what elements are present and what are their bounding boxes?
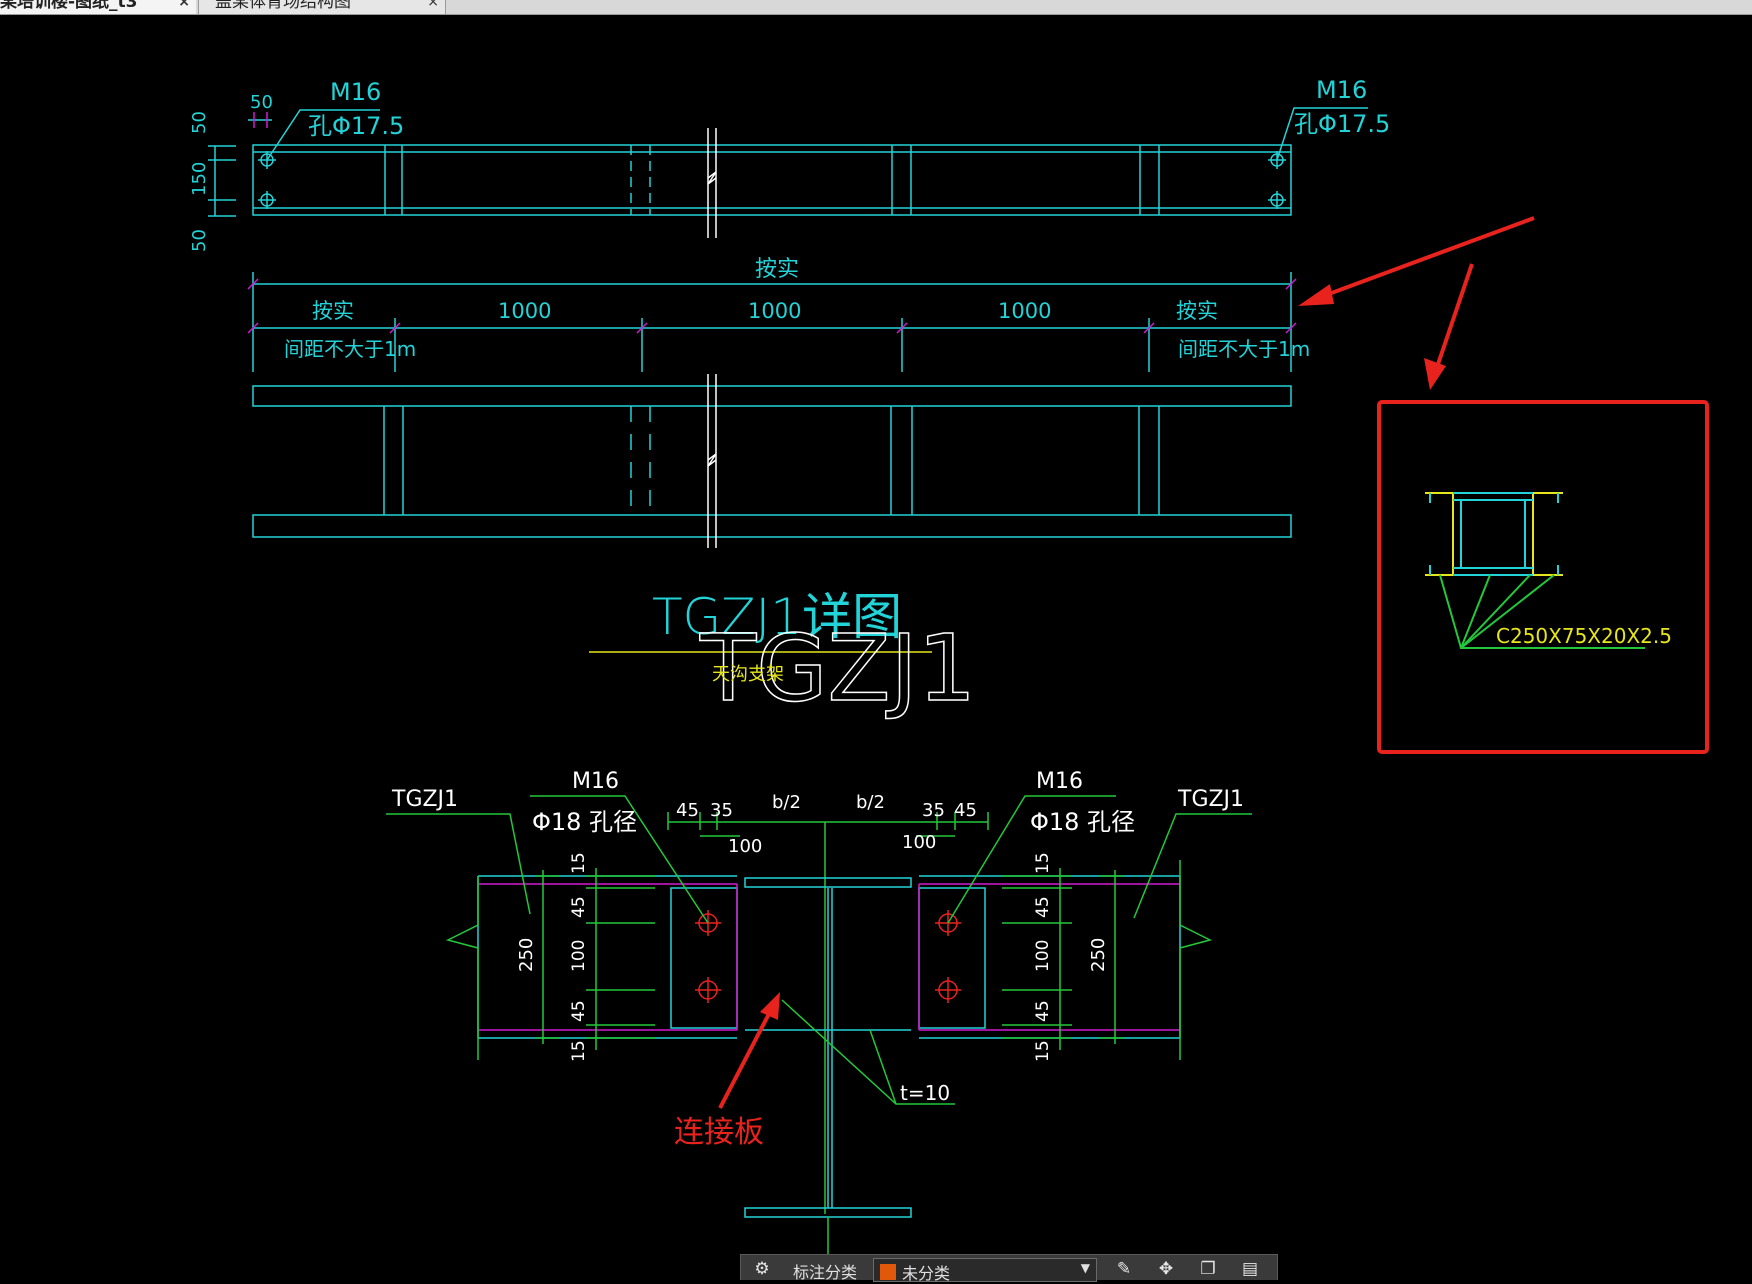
bolt-label-left: M16 bbox=[572, 769, 619, 794]
dim-35-left: 35 bbox=[710, 800, 733, 821]
big-label: TGZJ1 bbox=[699, 615, 976, 722]
tab-inactive[interactable]: 盖某体育场结构图 × bbox=[198, 0, 446, 14]
edit-icon[interactable]: ✎ bbox=[1116, 1259, 1132, 1279]
vdim-15b-right: 15 bbox=[1033, 1040, 1053, 1062]
vdim-45-right: 45 bbox=[1033, 896, 1053, 918]
close-icon[interactable]: × bbox=[427, 0, 439, 10]
category-select[interactable]: 未分类 ▼ bbox=[873, 1258, 1097, 1283]
tab-active[interactable]: 某培训楼-图纸_t3 × bbox=[0, 0, 196, 14]
connection-detail bbox=[386, 795, 1252, 1265]
dim-35-right: 35 bbox=[922, 800, 945, 821]
tab-label: 盖某体育场结构图 bbox=[215, 0, 351, 12]
note-left: 间距不大于1m bbox=[284, 337, 416, 361]
dim-overall: 按实 bbox=[755, 257, 799, 282]
hole-label-right: Φ18 孔径 bbox=[1030, 808, 1135, 836]
annotation-toolbar: ⚙ 标注分类 未分类 ▼ ✎ ✥ ❐ ▤ bbox=[740, 1254, 1278, 1283]
dim-45-left: 45 bbox=[676, 800, 699, 821]
vdim-45b-right: 45 bbox=[1033, 1000, 1053, 1022]
tag-left: TGZJ1 bbox=[391, 787, 458, 812]
dim-100-left: 100 bbox=[728, 836, 762, 857]
vdim-250-right: 250 bbox=[1088, 938, 1109, 972]
plate-thickness: t=10 bbox=[900, 1081, 950, 1105]
elevation-view bbox=[252, 374, 1292, 548]
dimension-ticks bbox=[247, 278, 1297, 334]
c-section-detail bbox=[1425, 492, 1645, 649]
hole-label-right: 孔Φ17.5 bbox=[1294, 110, 1390, 138]
red-arrows bbox=[1298, 216, 1535, 390]
cad-canvas[interactable]: 50 50 150 50 M16 孔Φ17.5 M16 孔Φ17.5 按实 按实… bbox=[0, 14, 1752, 1279]
detail-title: TGZJ1详图 bbox=[652, 588, 902, 646]
dim-50: 50 bbox=[189, 111, 210, 134]
dim-seg1: 按实 bbox=[312, 299, 354, 323]
chevron-down-icon: ▼ bbox=[1080, 1261, 1090, 1275]
dim-seg3: 1000 bbox=[748, 299, 801, 323]
vdim-15b-left: 15 bbox=[569, 1040, 589, 1062]
top-plan-view bbox=[208, 107, 1368, 238]
bolt-label-right: M16 bbox=[1036, 769, 1083, 794]
tab-label: 某培训楼-图纸_t3 bbox=[0, 0, 138, 12]
section-label: C250X75X20X2.5 bbox=[1496, 624, 1672, 648]
category-select-value: 未分类 bbox=[902, 1264, 951, 1283]
dim-seg2: 1000 bbox=[498, 299, 551, 323]
dim-half-b-right: b/2 bbox=[856, 792, 885, 813]
copy-icon[interactable]: ❐ bbox=[1200, 1259, 1216, 1279]
dim-seg4: 1000 bbox=[998, 299, 1051, 323]
bolt-label-left: M16 bbox=[330, 78, 381, 106]
dim-100-right: 100 bbox=[902, 832, 936, 853]
subtitle: 天沟支架 bbox=[712, 664, 784, 685]
hole-label-left: 孔Φ17.5 bbox=[308, 112, 404, 140]
vdim-45b-left: 45 bbox=[569, 1000, 589, 1022]
filter-icon[interactable]: ⚙ bbox=[754, 1259, 770, 1279]
paste-icon[interactable]: ▤ bbox=[1241, 1259, 1259, 1279]
connection-plate-label: 连接板 bbox=[674, 1115, 764, 1150]
dimension-lines bbox=[252, 272, 1292, 372]
vdim-250-left: 250 bbox=[516, 938, 537, 972]
category-color-swatch bbox=[880, 1264, 896, 1280]
vdim-100-left: 100 bbox=[569, 940, 589, 972]
dim-top-50: 50 bbox=[250, 92, 273, 113]
tab-bar: 某培训楼-图纸_t3 × 盖某体育场结构图 × bbox=[0, 0, 1752, 15]
close-icon[interactable]: × bbox=[178, 0, 190, 10]
bolt-label-right: M16 bbox=[1316, 76, 1367, 104]
callout-box bbox=[1377, 400, 1709, 754]
hole-label-left: Φ18 孔径 bbox=[532, 808, 637, 836]
move-icon[interactable]: ✥ bbox=[1158, 1259, 1174, 1279]
note-right: 间距不大于1m bbox=[1178, 337, 1310, 361]
vdim-45-left: 45 bbox=[569, 896, 589, 918]
dim-150: 150 bbox=[189, 162, 210, 196]
dim-half-b-left: b/2 bbox=[772, 792, 801, 813]
vdim-15-right: 15 bbox=[1033, 852, 1053, 874]
tag-right: TGZJ1 bbox=[1177, 787, 1244, 812]
dim-45-right: 45 bbox=[954, 800, 977, 821]
toolbar-label: 标注分类 bbox=[793, 1263, 858, 1282]
dim-seg5: 按实 bbox=[1176, 299, 1218, 323]
dim-50-bottom: 50 bbox=[189, 229, 210, 252]
vdim-100-right: 100 bbox=[1033, 940, 1053, 972]
red-arrow-plate bbox=[718, 992, 780, 1109]
vdim-15-left: 15 bbox=[569, 852, 589, 874]
